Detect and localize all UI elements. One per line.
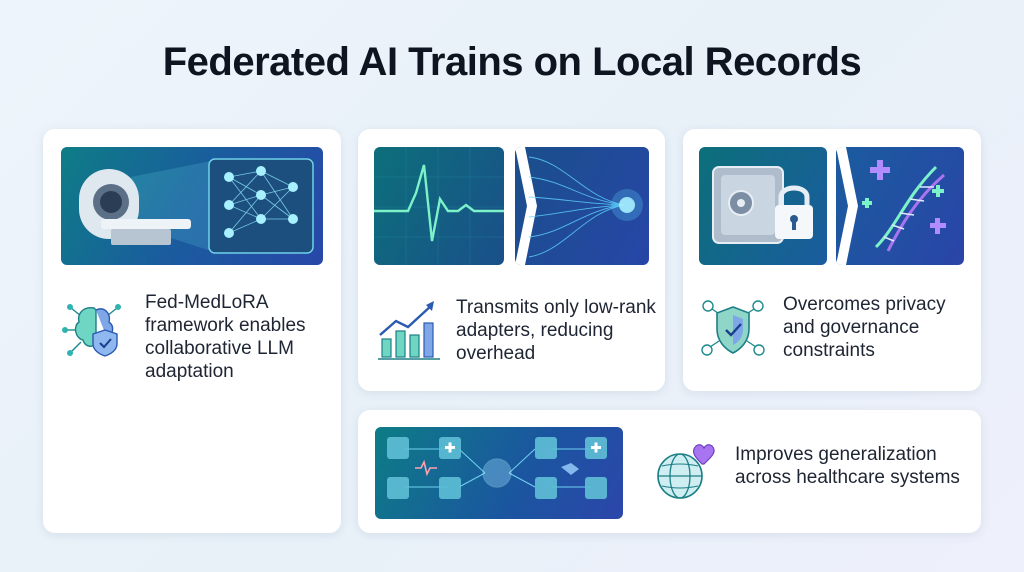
data-stream-illustration: [515, 147, 649, 265]
card-generalization-text: Improves generalization across healthcar…: [735, 444, 960, 488]
card-low-rank-adapters-text: Transmits only low-rank adapters, reduci…: [456, 297, 656, 364]
card-generalization: Improves generalization across healthcar…: [358, 410, 981, 533]
dna-medical-cross-illustration: [836, 147, 964, 265]
page-title: Federated AI Trains on Local Records: [162, 40, 862, 84]
brain-shield-icon: [62, 304, 121, 357]
card-fed-medlora-text: Fed-MedLoRA framework enables collaborat…: [145, 292, 306, 382]
heartbeat-signal-illustration: [374, 147, 504, 265]
card-low-rank-adapters: Transmits only low-rank adapters, reduci…: [358, 129, 665, 391]
privacy-shield-icon: [701, 300, 765, 356]
card-privacy-governance: Overcomes privacy and governance constra…: [683, 129, 981, 391]
card-fed-medlora: Fed-MedLoRA framework enables collaborat…: [43, 129, 341, 533]
safe-lock-illustration: [699, 147, 827, 265]
card-privacy-governance-text: Overcomes privacy and governance constra…: [783, 294, 946, 361]
globe-heart-icon: [657, 444, 715, 499]
growth-chart-icon: [378, 301, 440, 360]
healthcare-network-illustration: [375, 427, 623, 519]
mri-neural-network-illustration: [61, 147, 323, 265]
